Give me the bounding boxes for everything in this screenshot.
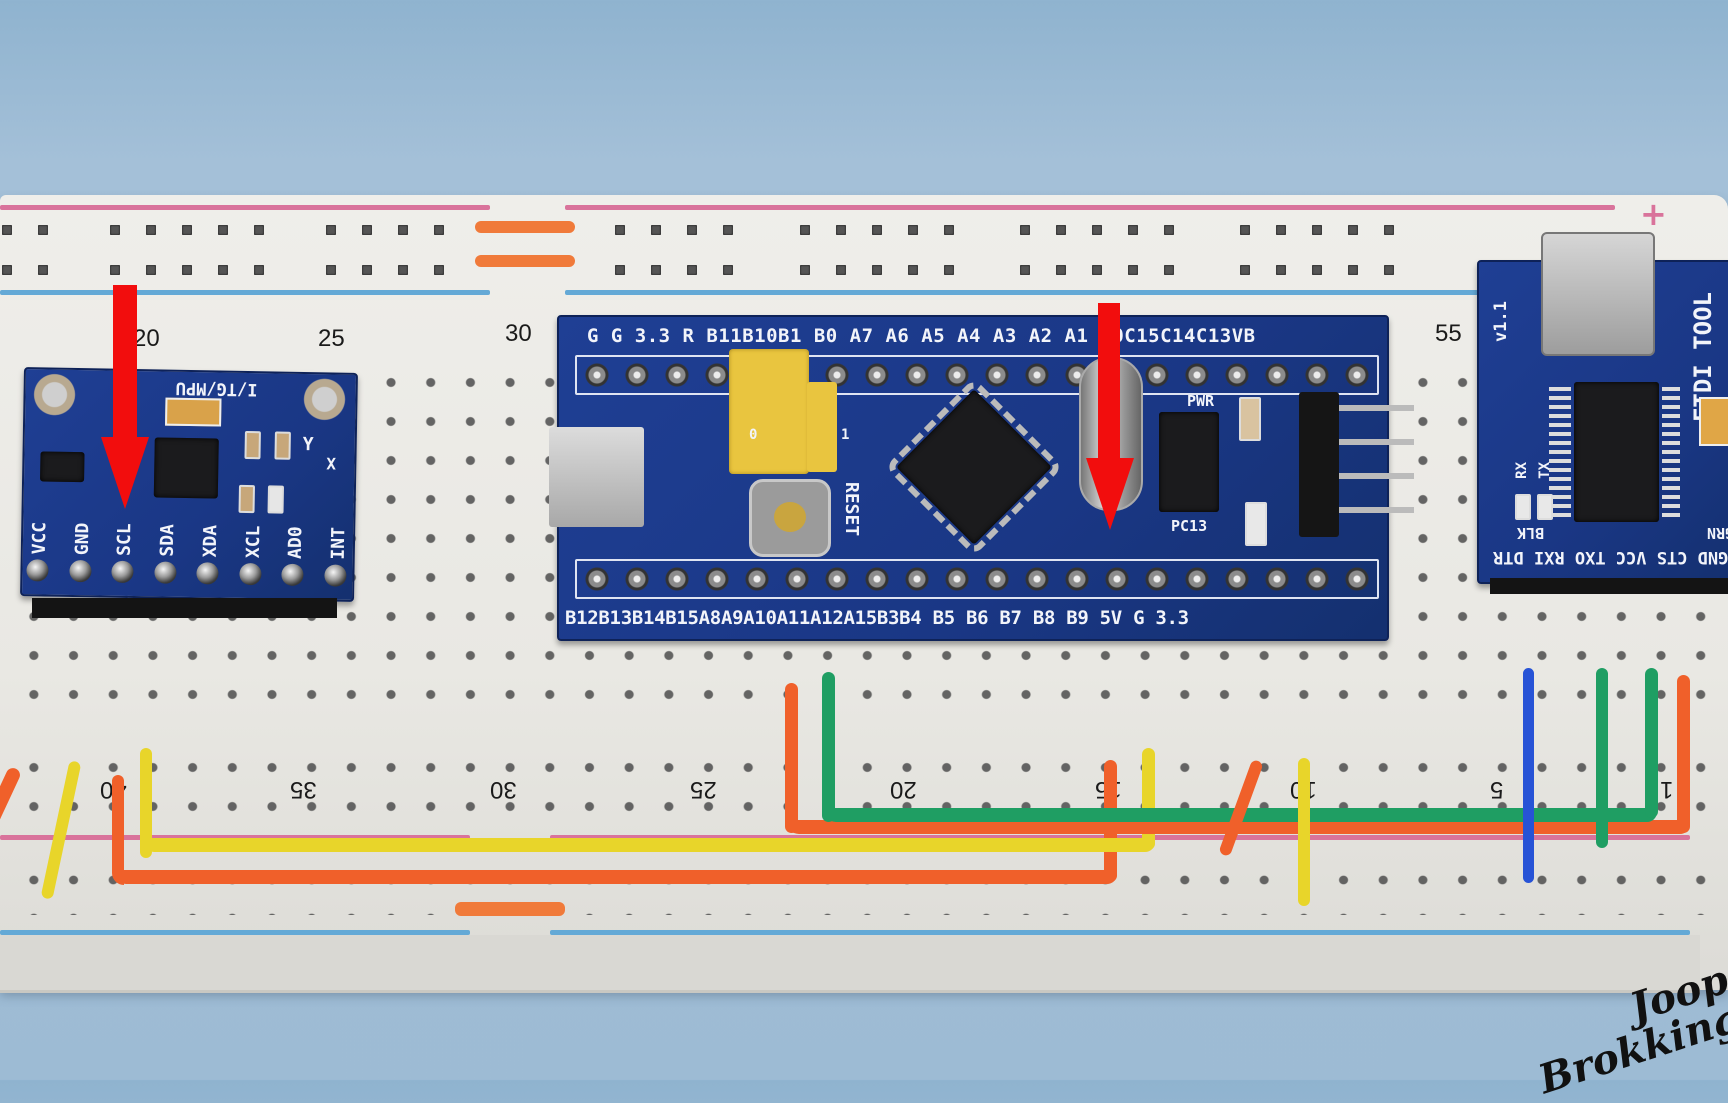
wire-blue (1523, 668, 1534, 883)
jumper-wire-orange (475, 221, 575, 233)
wire-orange-long (112, 870, 1117, 884)
bottom-negative-rail-right (550, 930, 1690, 935)
voltage-regulator (1159, 412, 1219, 512)
wire-yellow-long (140, 838, 1155, 852)
pc13-led (1245, 502, 1267, 546)
wire-yellow-short (1298, 758, 1310, 906)
rx-led (1515, 494, 1531, 520)
red-arrow-crystal (1085, 303, 1135, 538)
reset-button-cap (774, 502, 806, 532)
wire-yellow-long (140, 748, 152, 858)
mini-usb-port (1541, 232, 1655, 356)
breadboard-base (0, 935, 1700, 993)
row-number: 30 (505, 320, 532, 347)
tx-led (1537, 494, 1553, 520)
resistor (244, 430, 261, 460)
row-number: 25 (690, 776, 717, 803)
tx-label: TX (1537, 462, 1553, 479)
mpu-header-pins (32, 598, 337, 618)
resistor (274, 431, 291, 460)
pwr-label: PWR (1187, 392, 1215, 410)
top-negative-rail-right (565, 290, 1615, 295)
row-number: 5 (1490, 776, 1504, 803)
power-led (1239, 397, 1261, 441)
wire-yellow-long (1142, 748, 1155, 850)
top-positive-rail-left (0, 205, 490, 210)
jumper-wire-orange (475, 255, 575, 267)
wire-green (1645, 668, 1658, 818)
pin-label-xda: XDA (199, 524, 222, 558)
version-label: v1.1 (1491, 301, 1511, 342)
wire-orange-right (785, 683, 798, 833)
swd-pin (1339, 473, 1414, 479)
row-number: 20 (133, 325, 160, 352)
blk-label: BLK (1517, 524, 1545, 542)
bottom-header-pads (575, 559, 1379, 599)
grn-label: GRN (1707, 524, 1728, 542)
axis-label-y: Y (302, 433, 314, 456)
row-number: 25 (318, 325, 345, 352)
chip-pins (1662, 387, 1680, 517)
top-positive-rail-right (565, 205, 1615, 210)
bottom-positive-rail-left (0, 835, 470, 840)
ftdi-pin-labels: GND CTS VCC TXO RXI DTR (1493, 547, 1728, 567)
pin-label-ad0: AD0 (284, 526, 307, 560)
rx-label: RX (1514, 462, 1530, 479)
top-pin-labels: G G 3.3 R B11B10B1 B0 A7 A6 A5 A4 A3 A2 … (587, 325, 1256, 347)
row-number: 35 (290, 776, 317, 803)
tantalum-capacitor (165, 397, 222, 427)
row-number: 30 (490, 776, 517, 803)
bottom-positive-rail-right (550, 835, 1690, 840)
module-title: I/TG/MPU (175, 377, 258, 400)
boot-jumper-header (807, 382, 837, 472)
wire-orange-long (112, 775, 124, 885)
bottom-pin-labels: B12B13B14B15A8A9A10A11A12A15B3B4 B5 B6 B… (565, 607, 1189, 629)
jumper-wire-orange-bottom (455, 902, 565, 916)
swd-pin (1339, 405, 1414, 411)
reset-label: RESET (841, 482, 862, 537)
wire-orange-right (1677, 675, 1690, 833)
chip-pins (1549, 387, 1571, 517)
stm32-microcontroller (884, 377, 1064, 557)
mpu-pin-pads (26, 559, 347, 591)
stm32-blue-pill-board: G G 3.3 R B11B10B1 B0 A7 A6 A5 A4 A3 A2 … (549, 315, 1414, 641)
bottom-negative-rail-left (0, 930, 470, 935)
jumper-mark-1: 1 (841, 427, 850, 443)
reset-button[interactable] (749, 479, 831, 557)
mpu6050-chip (153, 437, 219, 499)
pin-label-gnd: GND (71, 522, 94, 556)
lower-terminal-holes (0, 740, 1728, 820)
swd-pin (1339, 439, 1414, 445)
pc13-label: PC13 (1171, 517, 1208, 535)
top-header-pads (575, 355, 1379, 395)
ft232-chip (1574, 382, 1659, 522)
pin-label-sda: SDA (156, 523, 179, 557)
bottom-rail-holes (0, 855, 1728, 915)
micro-usb-port (549, 427, 644, 527)
tantalum-capacitor (1699, 397, 1728, 446)
pin-label-xcl: XCL (242, 525, 264, 559)
pin-label-vcc: VCC (28, 521, 51, 555)
plus-sign: + (1640, 195, 1667, 233)
mounting-hole (33, 373, 76, 417)
mpu6050-module: I/TG/MPU Y X VCC GND SCL SDA XDA XCL AD0… (20, 367, 358, 602)
ftdi-usb-serial-board: v1.1 FTDI TOOL RX TX BLK GRN GND CTS VCC… (1477, 232, 1728, 584)
top-negative-rail-left (0, 290, 490, 295)
jumper-mark-0: 0 (749, 427, 758, 443)
ftdi-header-pins (1490, 578, 1728, 594)
row-number: 1 (1660, 776, 1674, 803)
voltage-regulator (40, 451, 85, 483)
boot-jumpers (729, 349, 809, 474)
swd-pin (1339, 507, 1414, 513)
mpu-pin-labels: VCC GND SCL SDA XDA XCL AD0 INT (29, 504, 350, 560)
axis-label-x: X (326, 454, 337, 474)
wire-green-short (1596, 668, 1608, 848)
row-number: 55 (1435, 320, 1462, 347)
pin-label-int: INT (327, 526, 350, 560)
wire-green (822, 672, 835, 822)
red-arrow-scl (100, 285, 150, 515)
row-number: 20 (890, 776, 917, 803)
swd-header (1299, 392, 1339, 537)
mounting-hole (303, 377, 346, 421)
